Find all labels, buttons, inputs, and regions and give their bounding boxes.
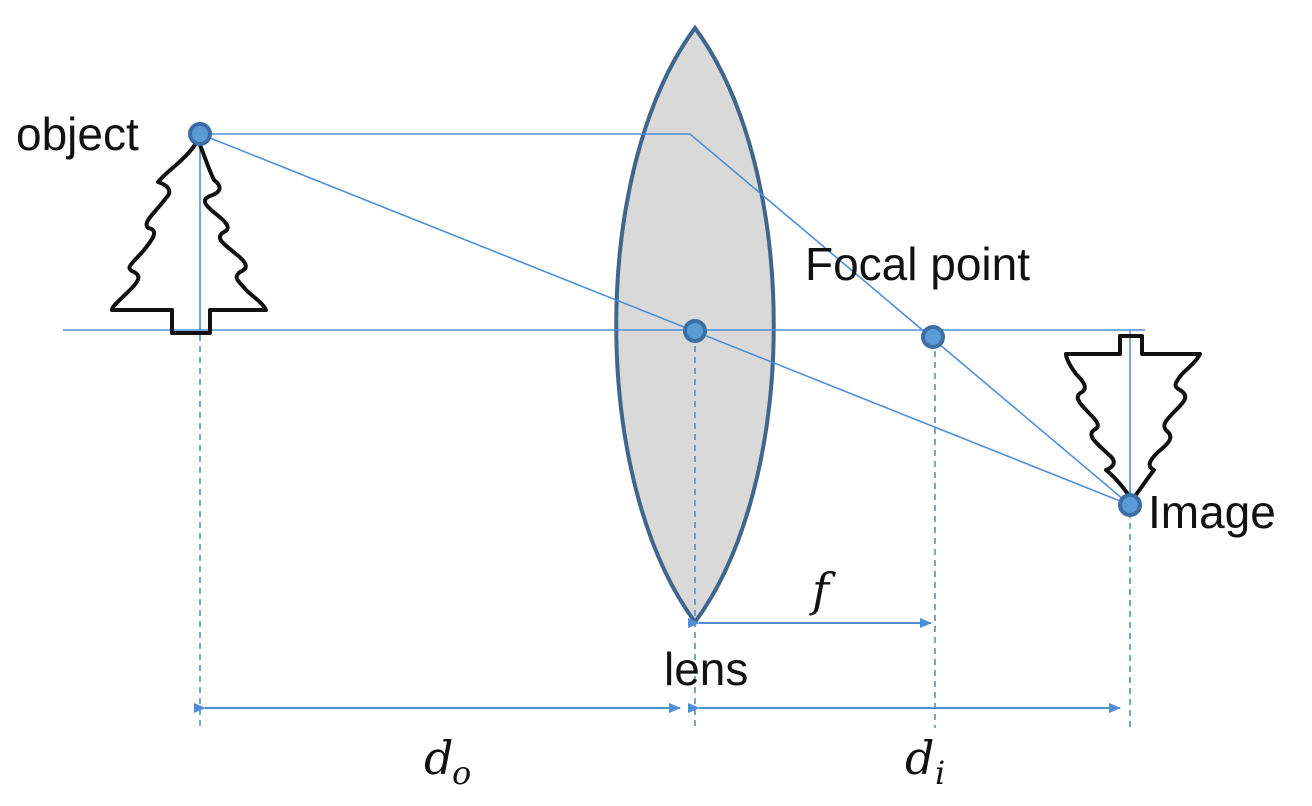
focal-point-label: Focal point [805,238,1030,290]
focal-point [921,325,945,349]
image-point [1118,493,1142,517]
object-tree-icon [110,138,268,335]
image-tree-icon [1064,334,1202,502]
lens-center-point [683,319,707,343]
parallel-ray [200,133,1131,506]
focal-length-label: f [809,563,836,617]
object-distance-label: d o [424,731,471,792]
image-distance-symbol: d [905,731,934,785]
object-point [188,122,212,146]
object-distance-symbol: d [424,731,453,785]
image-distance-label: d i [905,731,945,792]
image-label: Image [1148,486,1276,538]
lens-label: lens [664,643,748,695]
object-distance-subscript: o [452,754,471,792]
center-ray [199,133,1131,506]
image-distance-subscript: i [935,754,945,792]
object-label: object [16,108,139,160]
